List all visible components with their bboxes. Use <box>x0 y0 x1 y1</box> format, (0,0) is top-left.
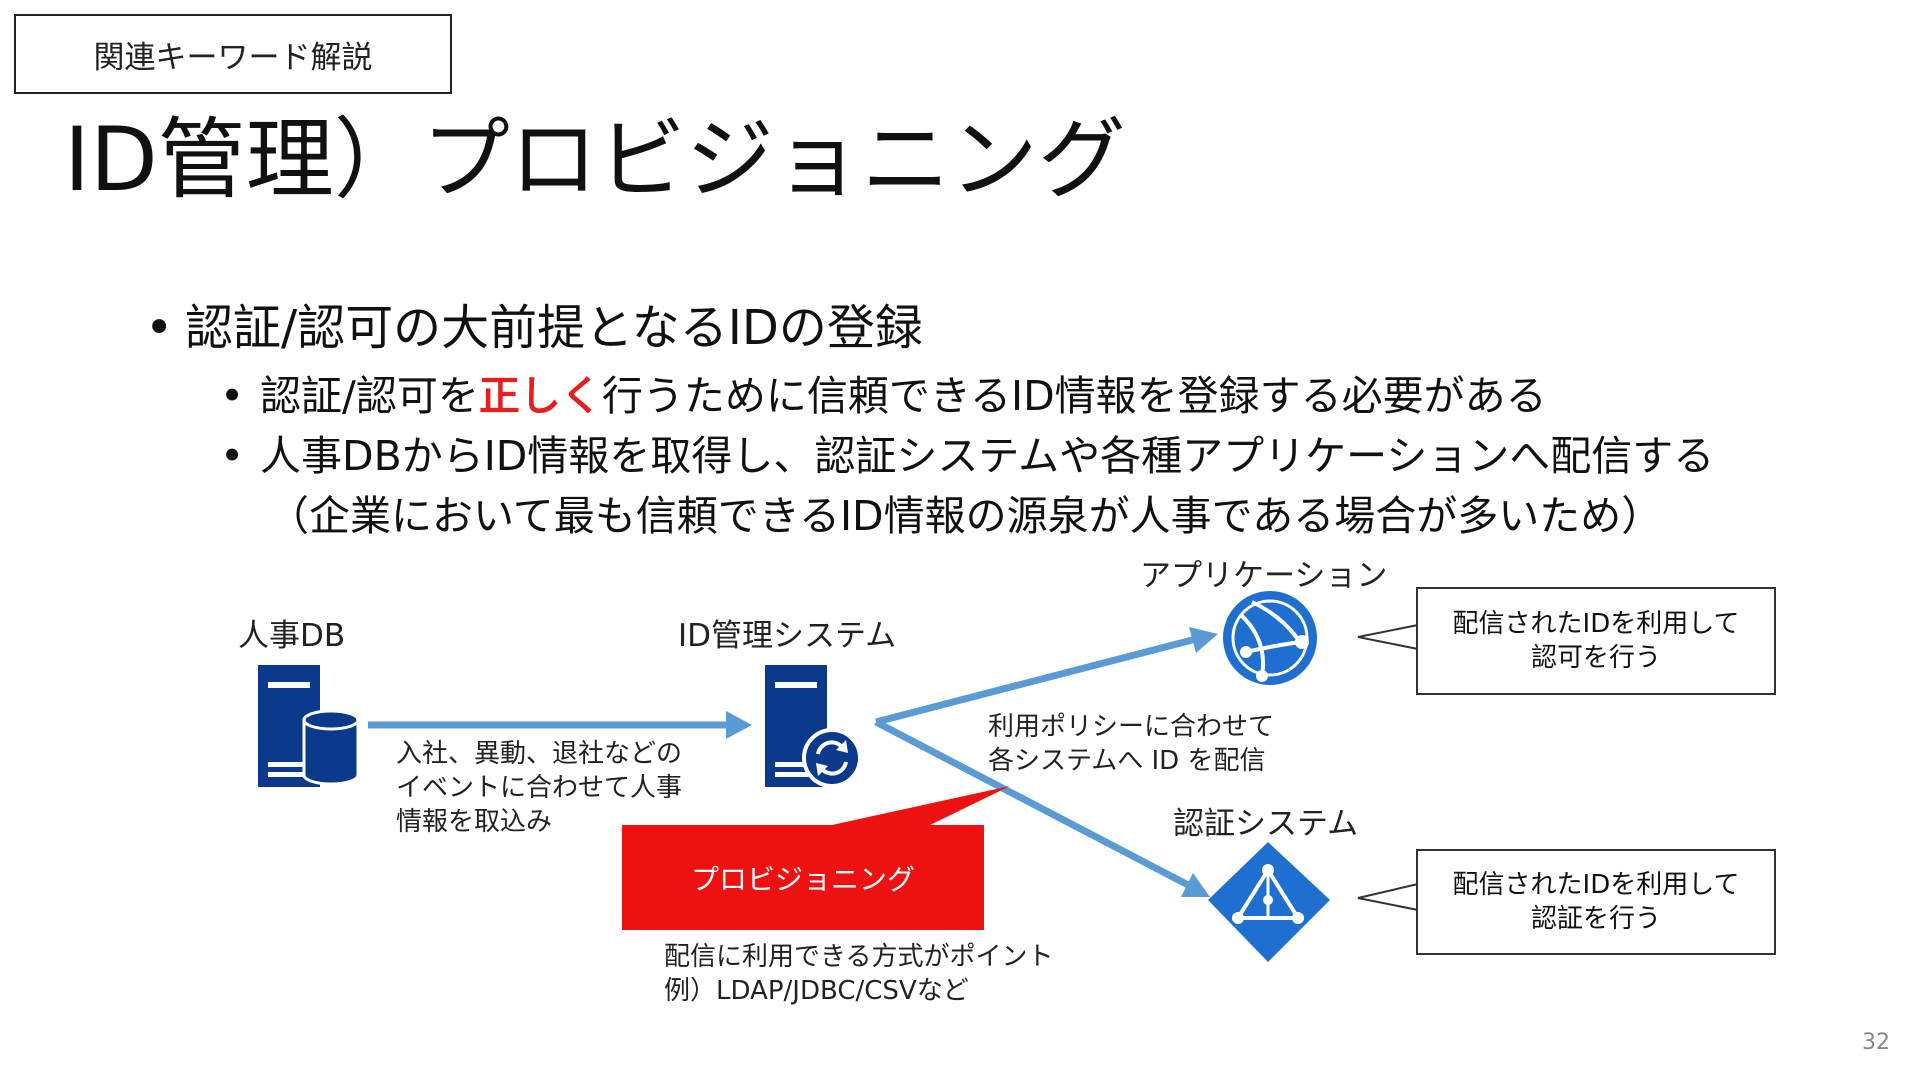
page-title: ID管理）プロビジョニング <box>64 108 1126 211</box>
page-number: 32 <box>1862 1030 1890 1055</box>
auth-callout-tail <box>1357 882 1419 912</box>
arrow-distribute-auth <box>874 718 1210 897</box>
id-management-label: ID管理システム <box>678 618 897 654</box>
import-note-line-3: 情報を取込み <box>396 807 553 837</box>
provisioning-callout-tail <box>832 786 1010 825</box>
import-note-line-2: イベントに合わせて人事 <box>396 773 683 803</box>
application-label: アプリケーション <box>1140 558 1388 594</box>
auth-callout-line-2: 認証を行う <box>1530 904 1661 934</box>
bullet-sub-1: • 認証/認可を正しく行うために信頼できるID情報を登録する必要がある <box>220 368 1547 424</box>
app-callout-line-1: 配信されたIDを利用して <box>1452 609 1740 639</box>
keyword-tag: 関連キーワード解説 <box>14 14 452 94</box>
id-management-server-icon <box>765 665 862 788</box>
bullet-sub-1-post: 行うために信頼できるID情報を登録する必要がある <box>601 372 1547 420</box>
bullet-dot: • <box>220 372 245 420</box>
method-note-line-1: 配信に利用できる方式がポイント <box>664 942 1054 972</box>
method-note: 配信に利用できる方式がポイント 例）LDAP/JDBC/CSVなど <box>664 940 1053 1008</box>
auth-system-icon <box>1208 842 1330 962</box>
hr-db-icon <box>258 665 360 787</box>
auth-callout-line-1: 配信されたIDを利用して <box>1452 870 1740 900</box>
bullet-sub-2-continuation: （企業において最も信頼できるID情報の源泉が人事である場合が多いため） <box>268 492 1663 540</box>
arrow-import <box>368 711 752 739</box>
distribute-note: 利用ポリシーに合わせて 各システムへ ID を配信 <box>988 710 1274 778</box>
bullet-sub-1-emphasis: 正しく <box>478 372 602 420</box>
import-note-line-1: 入社、異動、退社などの <box>396 739 683 769</box>
distribute-note-line-1: 利用ポリシーに合わせて <box>988 712 1275 742</box>
provisioning-box: プロビジョニング <box>622 825 984 930</box>
bullet-sub-1-pre: 認証/認可を <box>260 372 479 420</box>
bullet-main: •認証/認可の大前提となるIDの登録 <box>145 298 923 358</box>
bullet-sub-2: • 人事DBからID情報を取得し、認証システムや各種アプリケーションへ配信する <box>220 428 1714 484</box>
auth-system-label: 認証システム <box>1173 806 1359 842</box>
application-icon <box>1223 591 1317 685</box>
bullet-sub-2-text: 人事DBからID情報を取得し、認証システムや各種アプリケーションへ配信する <box>260 432 1715 480</box>
app-callout: 配信されたIDを利用して 認可を行う <box>1416 587 1776 695</box>
auth-callout: 配信されたIDを利用して 認証を行う <box>1416 849 1776 955</box>
method-note-line-2: 例）LDAP/JDBC/CSVなど <box>664 976 969 1006</box>
bullet-dot: • <box>145 300 174 356</box>
app-callout-line-2: 認可を行う <box>1530 643 1661 673</box>
bullet-dot: • <box>220 432 245 480</box>
hr-db-label: 人事DB <box>238 618 346 654</box>
bullet-main-text: 認証/認可の大前提となるIDの登録 <box>185 300 923 356</box>
arrow-distribute-app <box>875 627 1218 726</box>
import-note: 入社、異動、退社などの イベントに合わせて人事 情報を取込み <box>396 737 682 839</box>
app-callout-tail <box>1357 623 1419 651</box>
distribute-note-line-2: 各システムへ ID を配信 <box>988 746 1266 776</box>
